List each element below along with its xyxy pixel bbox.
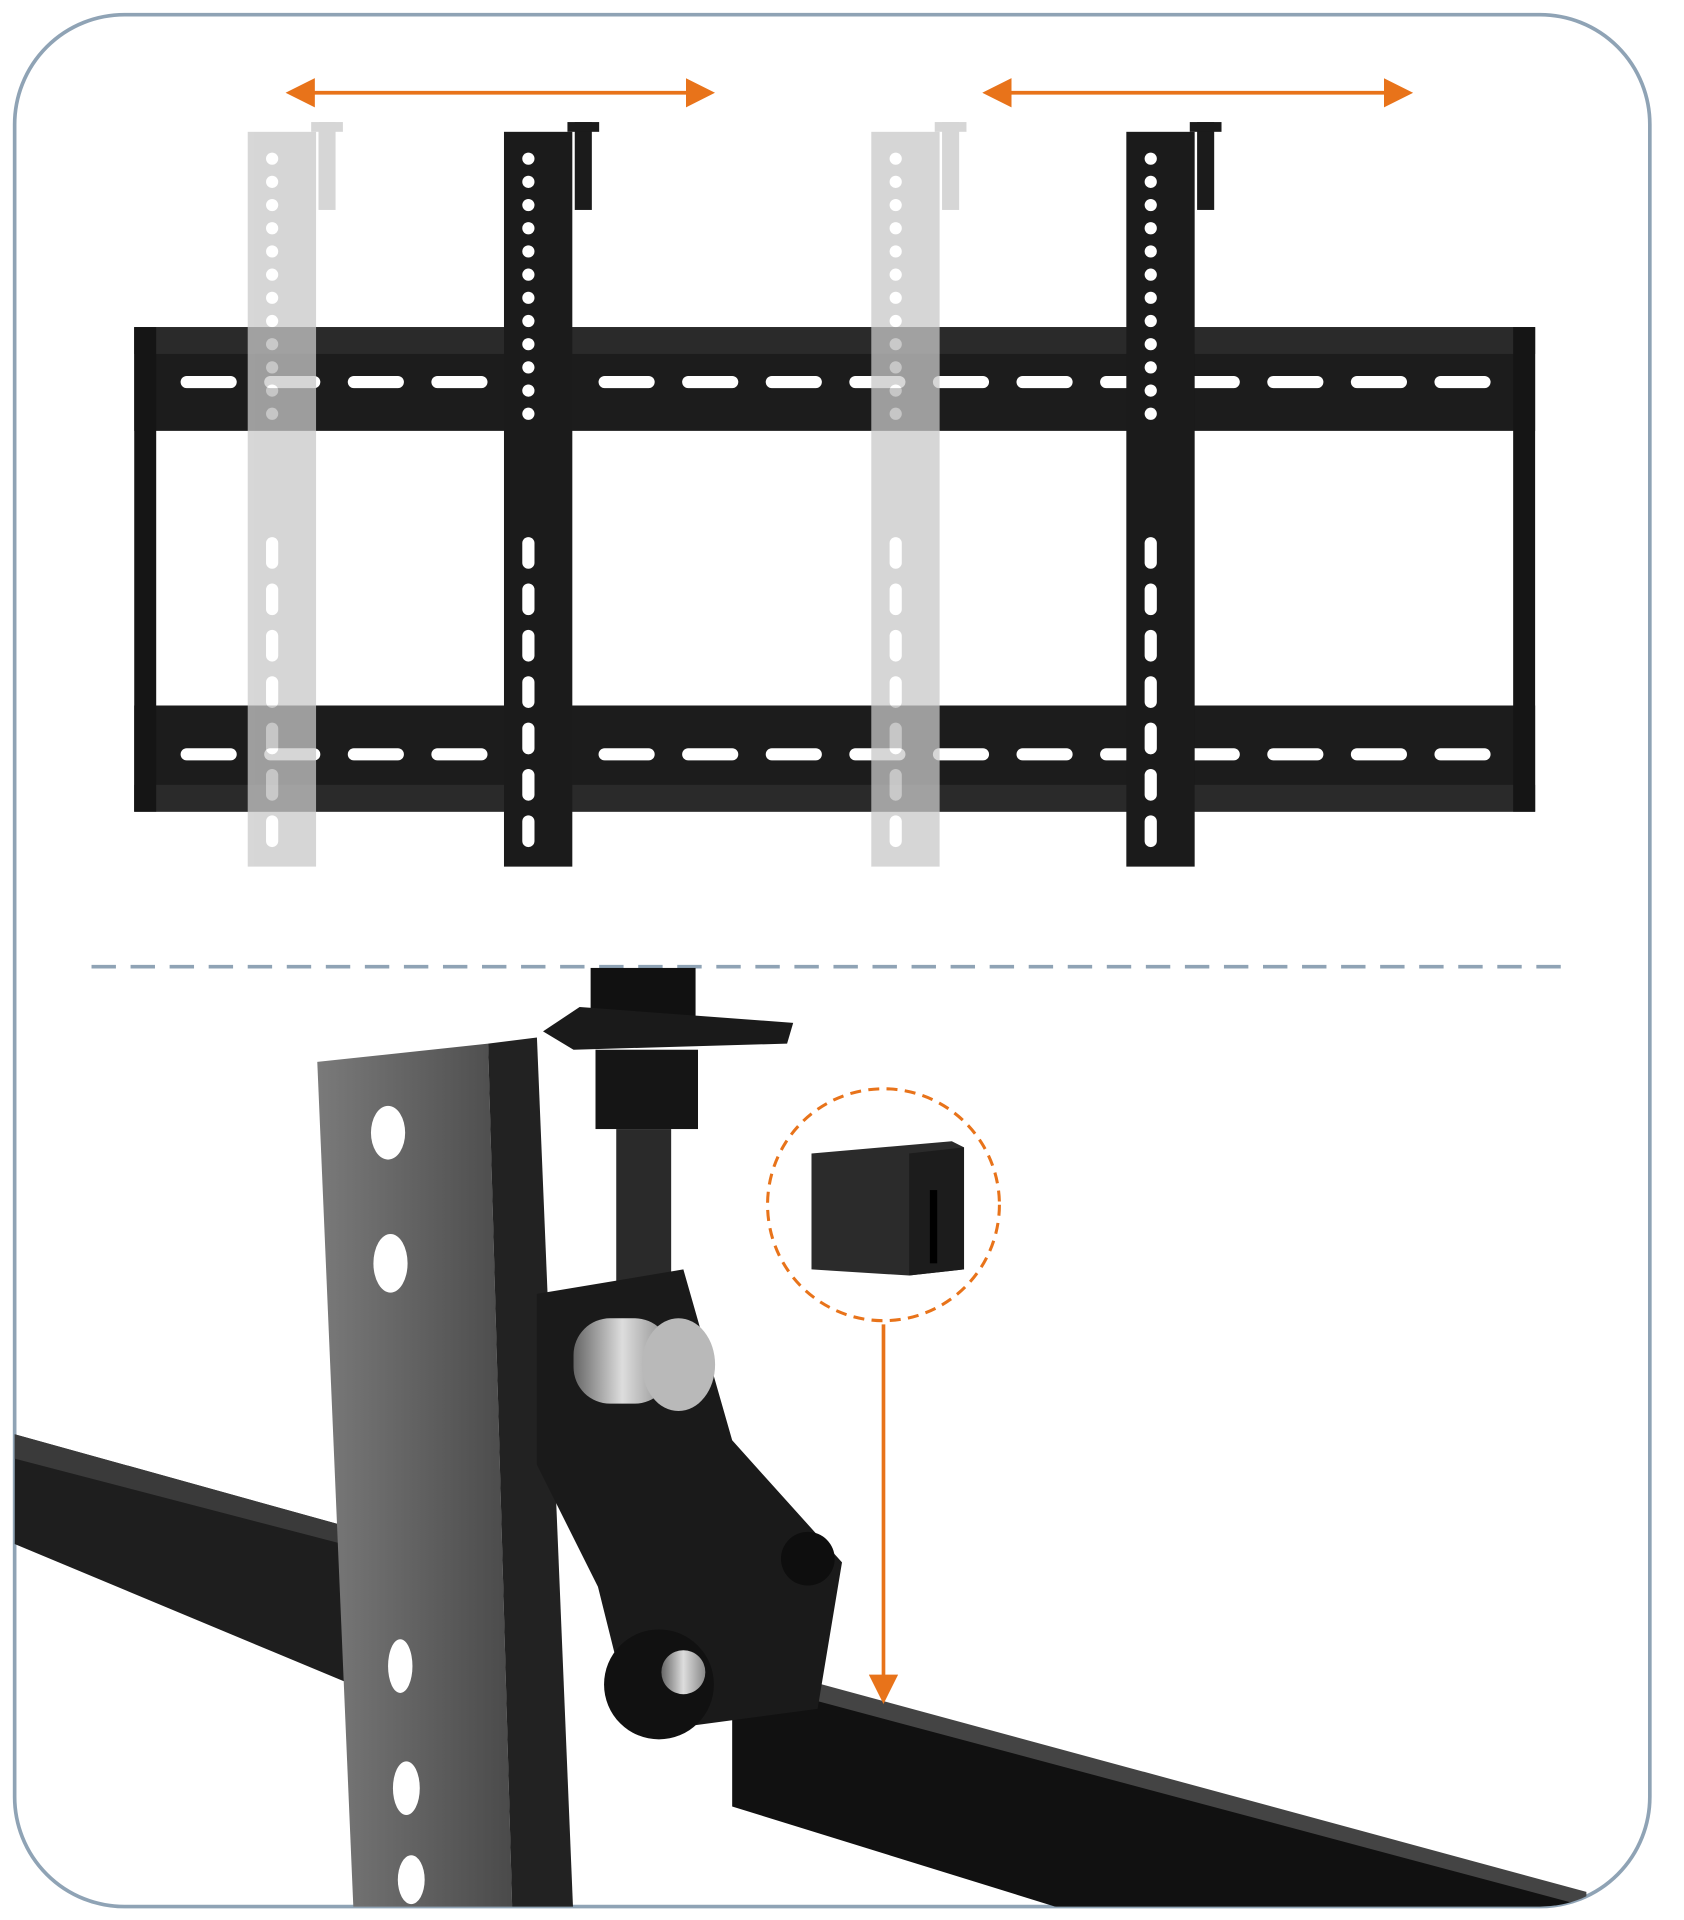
bottom-panel xyxy=(14,967,1587,1907)
frame-slot xyxy=(1350,748,1407,761)
frame-slot xyxy=(431,375,488,389)
bracket-plate xyxy=(317,1043,513,1907)
frame-slot xyxy=(1016,375,1073,389)
frame-slot xyxy=(1267,375,1324,389)
frame-slot xyxy=(932,748,990,761)
bracket-previous-position xyxy=(247,122,343,867)
frame-slot xyxy=(347,375,404,389)
frame-slot xyxy=(1350,375,1407,389)
frame-slot xyxy=(431,748,488,761)
frame-slot xyxy=(1434,748,1491,761)
latch-mechanism xyxy=(536,967,842,1740)
frame-slot xyxy=(598,748,655,761)
frame-slot xyxy=(347,748,404,761)
frame-slot xyxy=(765,375,822,389)
frame-slot xyxy=(682,375,739,389)
frame-slot xyxy=(1267,748,1324,761)
vertical-bracket xyxy=(1126,122,1222,867)
frame-slot xyxy=(1183,748,1240,761)
frame-slot xyxy=(1183,375,1240,389)
frame-slot xyxy=(682,748,739,761)
frame-slot xyxy=(598,375,655,389)
frame-slot xyxy=(1434,375,1491,389)
spacer-block-icon xyxy=(811,1141,965,1276)
rail-left xyxy=(14,1434,367,1691)
frame-slot xyxy=(765,748,822,761)
frame-slot xyxy=(932,375,990,389)
top-panel xyxy=(134,78,1536,867)
frame-slot xyxy=(180,375,237,389)
frame-slot xyxy=(180,748,237,761)
frame-slot xyxy=(1016,748,1073,761)
vertical-bracket xyxy=(503,122,600,867)
bracket-previous-position xyxy=(871,122,967,867)
pivot-bolt xyxy=(661,1650,706,1695)
